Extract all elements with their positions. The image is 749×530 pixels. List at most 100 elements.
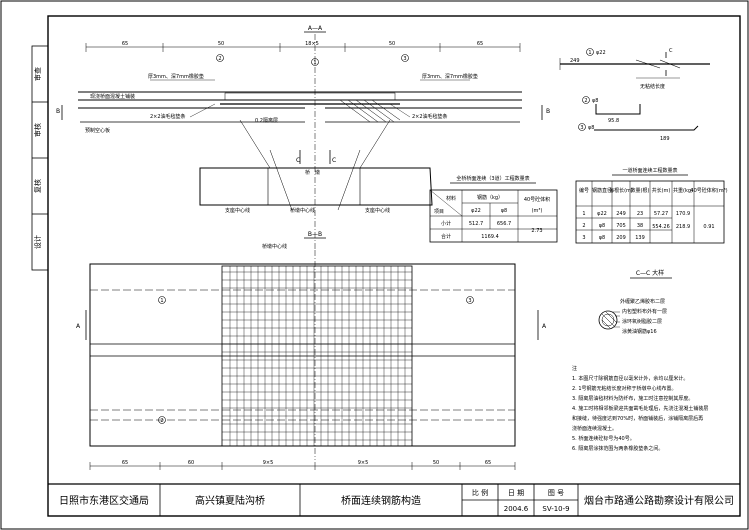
- detail-cc-title: C—C 大样: [636, 269, 664, 277]
- table2-cell: 554.26: [652, 224, 670, 230]
- table2-cell: 0.91: [703, 224, 714, 230]
- callout-slab: 预制空心板: [85, 127, 110, 134]
- quantity-table-2: 一道桥面连续工程数量表 编号 钢筋直径 每根长(m) 数量(根) 共长(m) 共…: [575, 167, 728, 244]
- t2-h4: 共长(m): [652, 187, 671, 194]
- note-4: 4. 施工时将相邻板梁迎共面凿毛处理后，先浇注混凝土铺装层: [572, 405, 708, 412]
- t2-h2: 每根长(m): [609, 187, 633, 194]
- table2-cell: 38: [637, 223, 643, 229]
- table2-cell: 209: [616, 235, 626, 241]
- t1-r2-c1: 1169.4: [481, 234, 499, 240]
- t2-h3: 数量(根): [631, 187, 650, 194]
- note-5: 5. 桥面连续砼标号为40号。: [572, 435, 635, 442]
- cc-line-4: 涂黄油钢筋φ16: [622, 328, 657, 335]
- t1-r1-c3: 2.73: [531, 228, 542, 234]
- note-4c: 浇桥面连续混凝土。: [572, 425, 617, 432]
- detail-d3-len: 189: [660, 136, 670, 142]
- bb-letter-a-left: A: [76, 323, 81, 330]
- quantity-table-1: 全桥桥面连续（3道）工程数量表 材料 钢筋（kg） 40号砼体积 项目 φ22 …: [429, 175, 558, 243]
- cc-line-1: 外缠聚乙烯胶布二层: [620, 298, 665, 305]
- cc-line-3: 涂环氧树脂胶二层: [622, 318, 662, 325]
- notes-title: 注: [572, 365, 577, 372]
- dim-bb-6: 65: [485, 460, 491, 466]
- callout-rebar-right: 2×2油毛毡垫条: [412, 113, 448, 120]
- tb-date: 2004.6: [504, 505, 529, 513]
- detail-num-1: 1: [588, 50, 591, 56]
- callout-pier-center: 桥墩中心线: [290, 207, 315, 214]
- table2-cell: 170.9: [676, 211, 690, 217]
- dim-bb-3: 9×5: [263, 460, 274, 466]
- table2-cell: 249: [616, 211, 626, 217]
- aa-mark-1: 1: [313, 60, 316, 66]
- callout-support-left: 支座中心线: [225, 207, 250, 214]
- title-block-text: 日照市东港区交通局 高兴镇夏陆沟桥 桥面连续钢筋构造 比 例 日 期 图 号 2…: [59, 488, 734, 513]
- bb-pier-center: 桥墩中心线: [262, 243, 287, 250]
- t1-sub-d8: φ8: [501, 208, 507, 214]
- t1-r2-c0: 合计: [441, 233, 451, 240]
- detail-cc-text: 外缠聚乙烯胶布二层 内包塑料布外有一层 涂环氧树脂胶二层 涂黄油钢筋φ16: [620, 298, 667, 335]
- callout-gap: 0.2隔离层: [255, 117, 278, 124]
- tb-no-label: 图 号: [548, 489, 564, 497]
- table2-cell: φ22: [597, 211, 607, 217]
- t1-r1-c1: 512.7: [469, 221, 483, 227]
- callout-pier: 桥 墩: [305, 169, 320, 176]
- note-6: 6. 隔离层涂抹范围为两条橡胶垫条之间。: [572, 445, 663, 452]
- t2-h6: 40号砼体积(m³): [690, 187, 727, 194]
- bb-mark-1: 1: [160, 298, 163, 304]
- tb-drawing: 桥面连续钢筋构造: [341, 494, 421, 507]
- dim-bb-5: 50: [433, 460, 439, 466]
- note-1: 1. 本图尺寸除钢筋直径以毫米计外，余均以厘米计。: [572, 375, 688, 382]
- t1-h-steel: 钢筋（kg）: [477, 194, 503, 201]
- detail-d2: φ8: [592, 98, 598, 104]
- callout-left-cushion: 厚3mm、深7mm橡胶垫: [148, 73, 204, 80]
- aa-mark-2: 2: [218, 56, 221, 62]
- side-label-3: 复核: [33, 179, 42, 193]
- side-label-2: 审核: [33, 123, 42, 137]
- section-aa: A—A 65 50 18×5 50 65: [56, 25, 550, 250]
- table2-cell: 1: [582, 211, 585, 217]
- t1-sub-m3: (m³): [532, 208, 543, 214]
- section-aa-text: 厚3mm、深7mm橡胶垫 厚3mm、深7mm橡胶垫 现浇桥面混凝土铺装 2×2油…: [85, 73, 478, 214]
- detail-d3: φ8: [588, 125, 594, 131]
- tb-scale-label: 比 例: [472, 488, 488, 497]
- detail-d2-len: 95.8: [608, 118, 619, 124]
- detail-c-label: C: [669, 48, 673, 54]
- dim-aa-2: 50: [218, 41, 224, 47]
- t1-r1-c0: 小计: [441, 220, 451, 227]
- table2-cell: 139: [635, 235, 645, 241]
- detail-d1-len: 249: [570, 58, 580, 64]
- note-4b: 和接缝，待强度达到70%时，桥面铺装后，涂铺隔离层后再: [572, 415, 703, 422]
- t1-r1-c2: 656.7: [497, 221, 511, 227]
- dim-aa-3: 18×5: [305, 41, 319, 47]
- table2-cell: 705: [616, 223, 626, 229]
- tb-no: SV-10-9: [542, 505, 569, 513]
- rebar-detail: C 1 φ22 249 无粘结长度 2 φ8 95.8 3 φ8 189: [559, 48, 710, 142]
- table2-cell: 2: [582, 223, 585, 229]
- tb-date-label: 日 期: [508, 489, 524, 497]
- section-bb: B—B 桥墩中心线 A A 65 60 9×5 9×5 50 65: [76, 231, 547, 470]
- table1-title: 全桥桥面连续（3道）工程数量表: [456, 175, 529, 182]
- tb-org: 日照市东港区交通局: [59, 494, 149, 507]
- t1-sub-d22: φ22: [471, 208, 481, 214]
- dim-bb-2: 60: [188, 460, 194, 466]
- bb-mark-3: 3: [468, 298, 471, 304]
- t2-h0: 编号: [579, 187, 589, 194]
- dim-bb-4: 9×5: [358, 460, 369, 466]
- t1-h-material: 材料: [446, 195, 456, 202]
- table2-title: 一道桥面连续工程数量表: [622, 167, 677, 174]
- section-aa-title: A—A: [308, 25, 323, 32]
- callout-concrete: 现浇桥面混凝土铺装: [90, 93, 135, 100]
- side-label-1: 审查: [33, 67, 42, 81]
- t2-h5: 共重(kg): [673, 187, 693, 194]
- bb-letter-a-right: A: [542, 323, 547, 330]
- tb-project: 高兴镇夏陆沟桥: [195, 494, 265, 507]
- detail-cc: C—C 大样: [598, 269, 672, 330]
- aa-letter-c-left: C: [296, 157, 300, 164]
- aa-letter-b-left: B: [56, 108, 60, 115]
- detail-d1: φ22: [596, 50, 606, 56]
- title-block: [48, 483, 740, 516]
- side-strip: 审查 审核 复核 设计: [31, 45, 49, 271]
- callout-right-cushion: 厚3mm、深7mm橡胶垫: [422, 73, 478, 80]
- aa-letter-c-right: C: [332, 157, 336, 164]
